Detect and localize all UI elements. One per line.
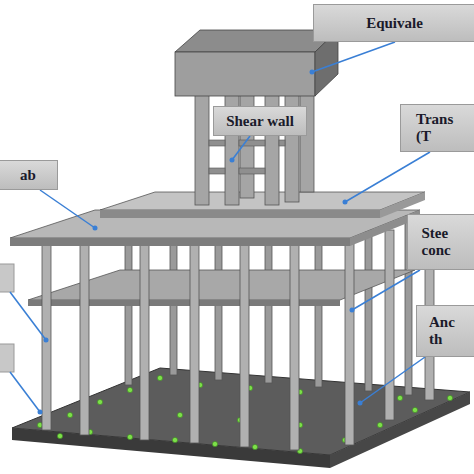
callout-box: Stee conc [407, 214, 474, 270]
callout-label: Shear wall [226, 113, 294, 130]
callout-box: Shear wall [213, 106, 307, 136]
callout-box: Trans (T [400, 104, 474, 152]
callout-box: Anc th [416, 305, 474, 357]
callout-label: Anc th [429, 314, 463, 348]
callout-label: Stee conc [422, 225, 462, 259]
callout-box: ab [0, 160, 58, 190]
callout-box: Equivale [313, 4, 474, 42]
callout-label: ab [20, 167, 36, 184]
callout-label: Trans (T [416, 111, 460, 145]
callout-label: Equivale [366, 15, 423, 32]
